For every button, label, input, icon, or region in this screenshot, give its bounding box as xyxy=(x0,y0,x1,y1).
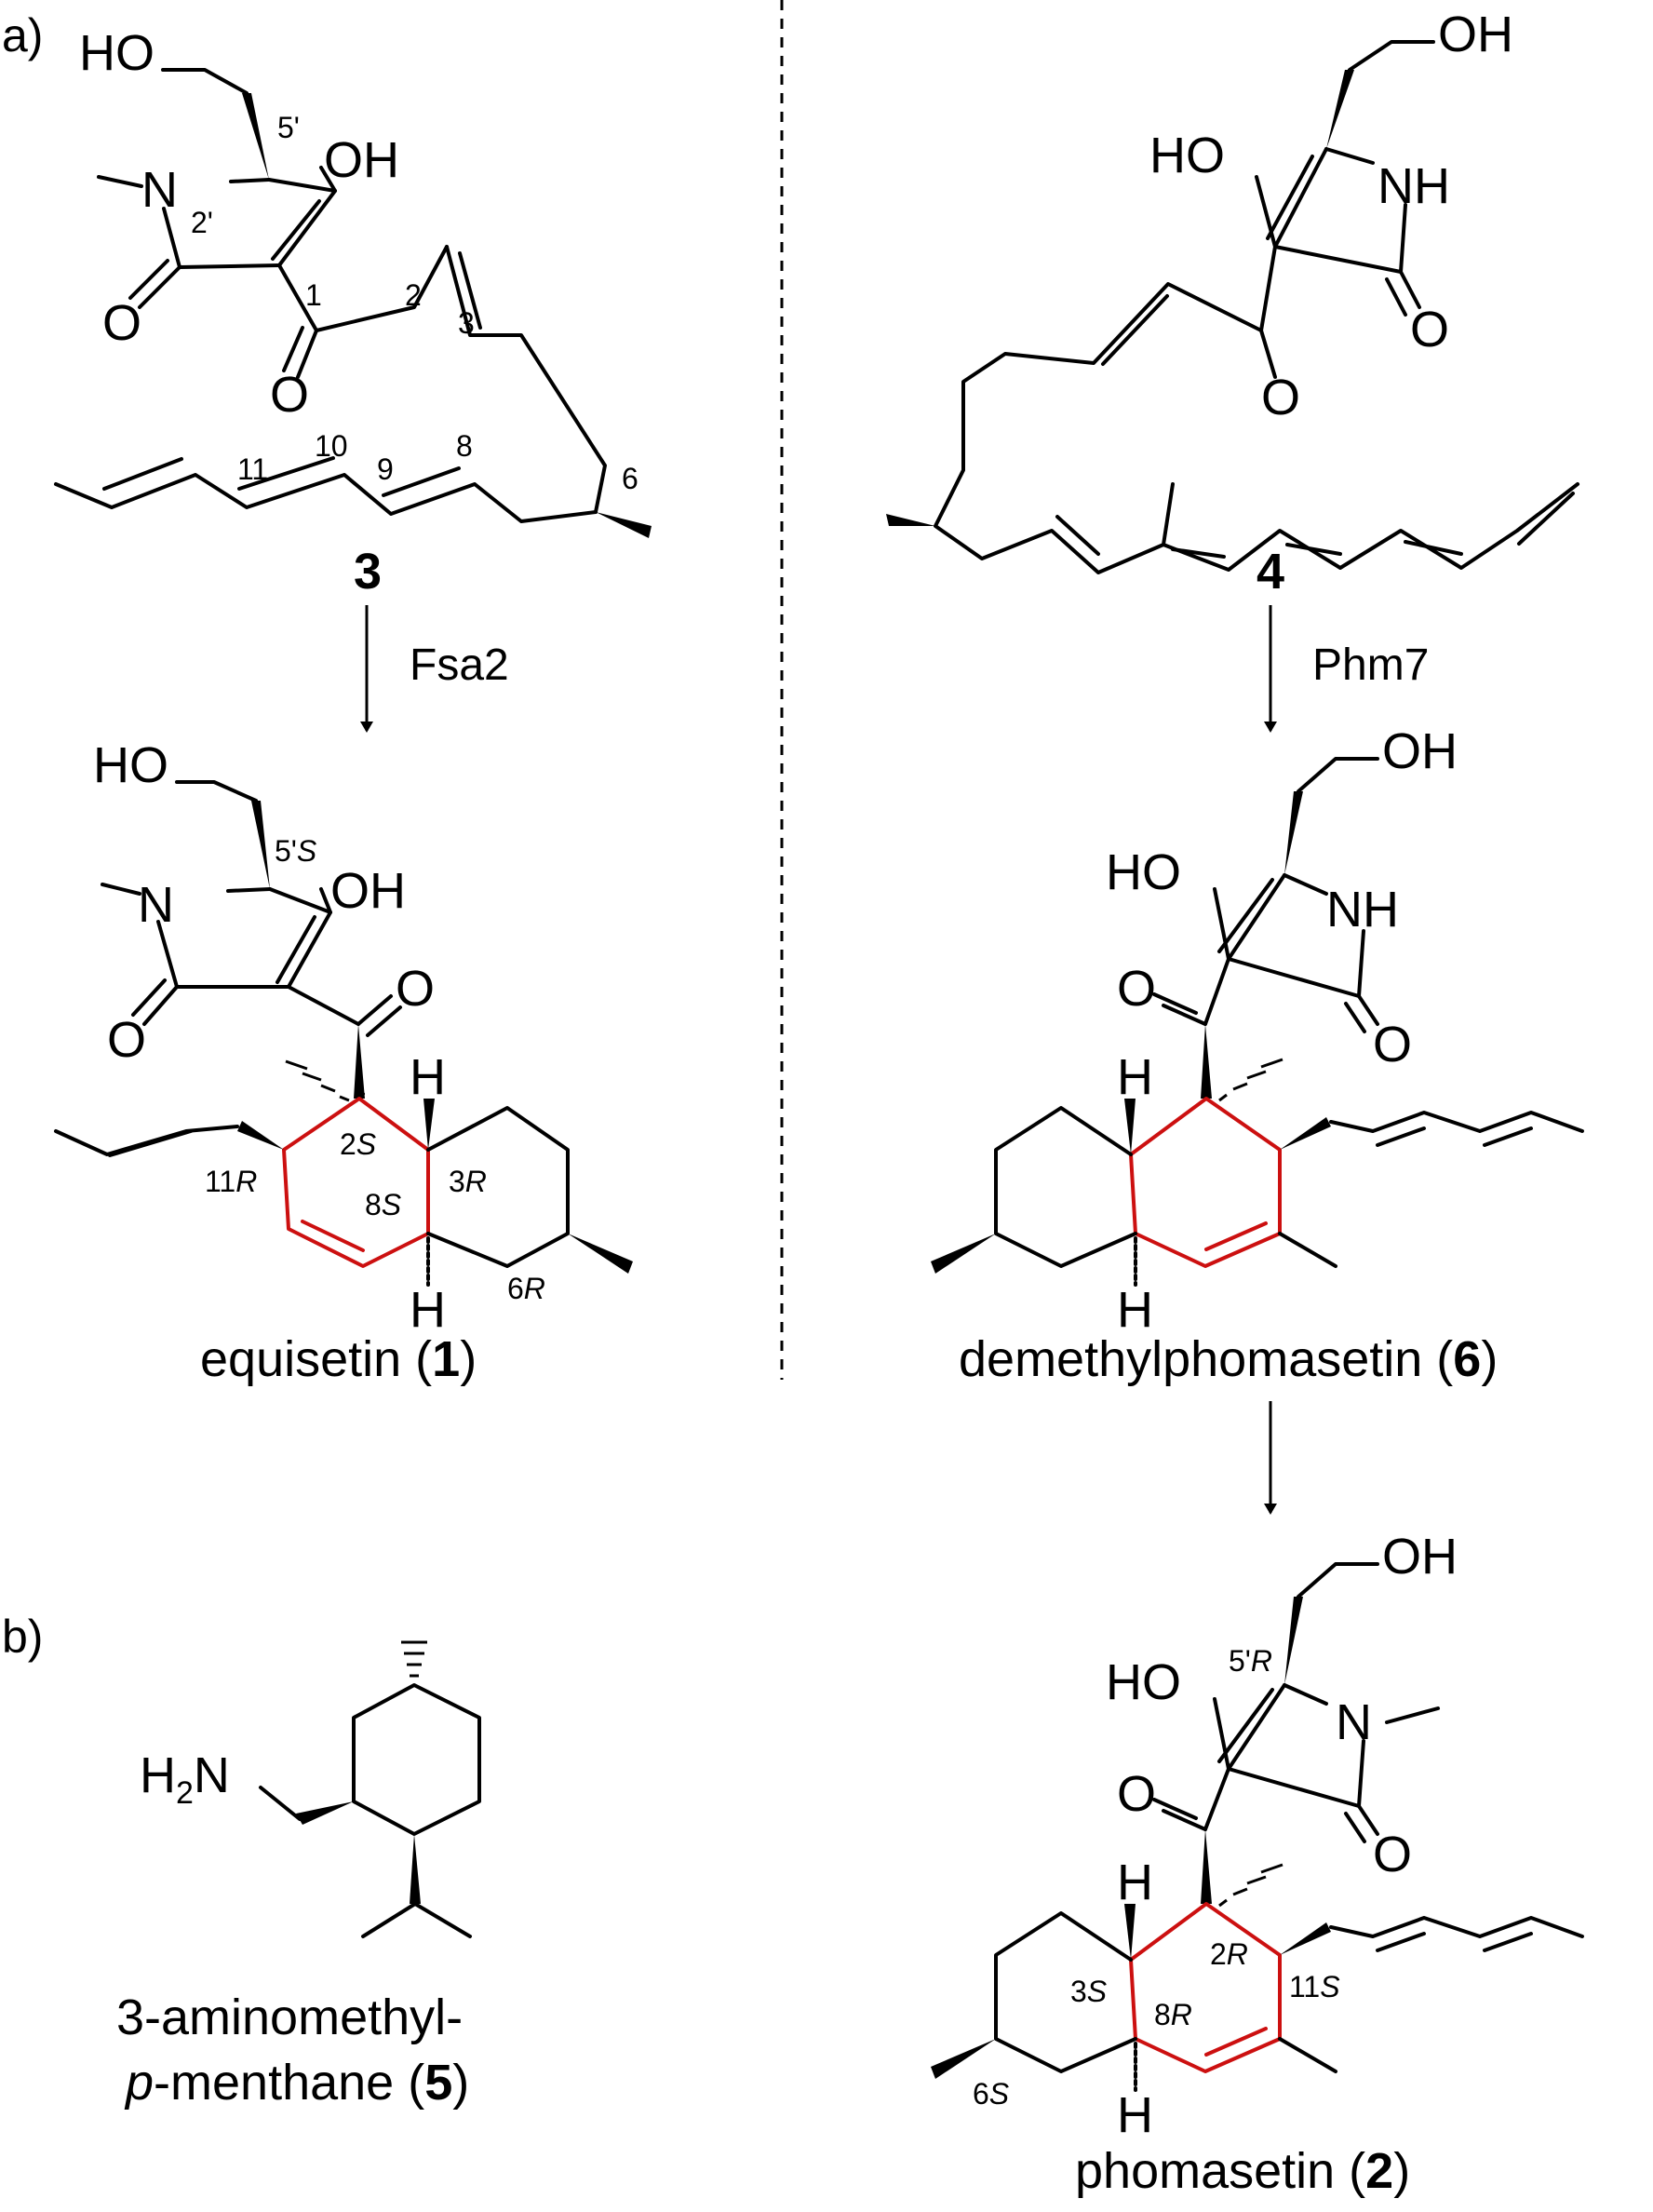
atom-HO-4: HO xyxy=(1149,128,1225,183)
stereo-2-c3: 3S xyxy=(1070,1975,1107,2008)
atom-OH-1: OH xyxy=(330,863,406,919)
hashed-methyl-menthane xyxy=(401,1640,427,1678)
stereo-1-c8: 8S xyxy=(365,1188,401,1221)
stereo-1-c6: 6R xyxy=(507,1272,545,1305)
atom-H-6b: H xyxy=(1117,1282,1153,1338)
atom-HO-6: HO xyxy=(1106,844,1181,900)
stereo-1-c5p: 5'S xyxy=(275,834,316,868)
atom-OH-3: OH xyxy=(324,132,399,188)
atom-H-2a: H xyxy=(1117,1855,1153,1910)
atom-HO-2: HO xyxy=(1106,1654,1181,1710)
atom-O-4a: O xyxy=(1410,302,1449,357)
atom-H-1a: H xyxy=(410,1049,446,1105)
num-11: 11 xyxy=(237,452,268,486)
atom-O-6a: O xyxy=(1117,961,1156,1017)
stereo-2-c11: 11S xyxy=(1289,1970,1340,2003)
atom-NH-6: NH xyxy=(1326,882,1399,937)
menthane-structure: H2N xyxy=(140,1640,481,1938)
stereo-1-c3: 3R xyxy=(449,1165,487,1198)
compound-4-structure: OH HO NH O O xyxy=(886,7,1579,574)
panel-label-a: a) xyxy=(2,9,43,61)
equisetin-structure: HO N OH O O H H 5'S 2S 3R 8S 11R 6R xyxy=(54,737,633,1338)
atom-O-2b: O xyxy=(1373,1827,1412,1882)
compound-4-label: 4 xyxy=(1257,544,1284,600)
hashed-methyl-c2-6 xyxy=(1218,1058,1283,1102)
stereo-2-c2: 2R xyxy=(1210,1937,1248,1971)
atom-N-1: N xyxy=(138,877,174,933)
atom-OH-4: OH xyxy=(1438,7,1513,62)
stereo-1-c2: 2S xyxy=(340,1127,376,1161)
num-2: 2 xyxy=(405,278,422,312)
atom-H-2b: H xyxy=(1117,2087,1153,2143)
atom-H2N-5: H2N xyxy=(140,1747,230,1811)
atom-O-6b: O xyxy=(1373,1017,1412,1072)
atom-HO-3: HO xyxy=(79,25,155,81)
num-3: 3 xyxy=(458,306,475,340)
num-5p: 5' xyxy=(277,111,300,144)
atom-O-1b: O xyxy=(396,961,435,1017)
phomasetin-structure: OH HO N O O H H 5'R 2R 3S 8R 11S 6S xyxy=(931,1529,1584,2143)
demethylphomasetin-label: demethylphomasetin (6) xyxy=(959,1331,1498,1387)
compound-3-label: 3 xyxy=(354,544,382,600)
menthane-label-line2: p-menthane (5) xyxy=(124,2055,469,2111)
stereo-2-c6: 6S xyxy=(973,2077,1009,2111)
panel-label-b: b) xyxy=(2,1611,43,1663)
atom-H-1b: H xyxy=(410,1282,446,1338)
atom-O-4b: O xyxy=(1261,370,1300,425)
num-6: 6 xyxy=(622,462,638,495)
atom-O-2a: O xyxy=(1117,1766,1156,1822)
hashed-methyl-c2-2 xyxy=(1218,1863,1283,1908)
atom-OH-6: OH xyxy=(1382,723,1458,779)
atom-N-2: N xyxy=(1336,1694,1372,1750)
stereo-2-c5p: 5'R xyxy=(1229,1644,1272,1678)
phomasetin-label: phomasetin (2) xyxy=(1075,2143,1410,2199)
stereo-1-c11: 11R xyxy=(205,1165,257,1198)
menthane-label-line1: 3-aminomethyl- xyxy=(116,1989,463,2045)
hashed-methyl-c2 xyxy=(285,1059,350,1102)
atom-O-3a: O xyxy=(102,295,141,351)
num-10: 10 xyxy=(315,429,348,463)
enzyme-fsa2: Fsa2 xyxy=(410,641,509,690)
equisetin-label: equisetin (1) xyxy=(200,1331,477,1387)
atom-O-3b: O xyxy=(270,367,309,423)
compound-3-structure: HO N OH O O 5' 2' 1 2 3 6 8 9 10 11 xyxy=(54,25,652,538)
atom-OH-2: OH xyxy=(1382,1529,1458,1585)
enzyme-phm7: Phm7 xyxy=(1312,641,1429,690)
num-8: 8 xyxy=(456,429,473,463)
num-1: 1 xyxy=(305,278,322,312)
stereo-2-c8: 8R xyxy=(1154,1998,1192,2031)
demethylphomasetin-structure: OH HO NH O O H H xyxy=(931,723,1584,1338)
atom-HO-1: HO xyxy=(93,737,168,793)
atom-O-1a: O xyxy=(107,1012,146,1068)
num-9: 9 xyxy=(377,452,394,486)
atom-NH-4: NH xyxy=(1378,158,1450,214)
atom-H-6a: H xyxy=(1117,1049,1153,1105)
atom-N-3: N xyxy=(141,162,178,218)
num-2p: 2' xyxy=(191,206,213,239)
